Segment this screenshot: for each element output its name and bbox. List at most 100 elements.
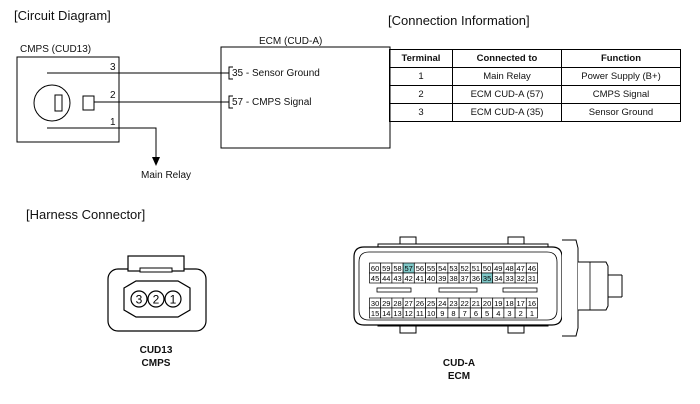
ecm-pin-number: 39 <box>438 274 446 283</box>
ecm-pin-number: 3 <box>507 309 511 318</box>
ecm-pin-number: 59 <box>382 264 390 273</box>
ecm-pin-number: 46 <box>528 264 536 273</box>
cud13-pin-3-number: 3 <box>136 293 143 307</box>
ecm-pin-number: 43 <box>393 274 401 283</box>
ecm-pin-number: 41 <box>416 274 424 283</box>
cud13-pin-1 <box>164 290 182 308</box>
ecm-pin-number: 12 <box>405 309 413 318</box>
ecm-connector-caption: CUD-A ECM <box>434 357 484 383</box>
ecm-pin-number: 6 <box>474 309 478 318</box>
ecm-pin-number: 8 <box>451 309 455 318</box>
circuit-diagram-title: [Circuit Diagram] <box>14 8 111 23</box>
table-row: 3 ECM CUD-A (35) Sensor Ground <box>389 103 681 122</box>
ecm-caption-code: CUD-A <box>442 358 476 369</box>
ecm-pin-57-bracket <box>228 95 233 109</box>
main-relay-arrow <box>152 157 160 166</box>
ecm-pin-number: 34 <box>494 274 502 283</box>
ecm-box-label: ECM (CUD-A) <box>259 36 323 47</box>
ecm-pin-number: 51 <box>472 264 480 273</box>
ecm-inner-housing <box>358 251 558 321</box>
ecm-pin-number: 14 <box>382 309 390 318</box>
terminal-cell: 3 <box>389 103 453 122</box>
cmps-box <box>16 56 120 143</box>
ecm-pin-number: 54 <box>438 264 446 273</box>
wire-pin-1 <box>47 127 157 158</box>
ecm-pin-number: 44 <box>382 274 390 283</box>
ecm-pin-number: 55 <box>427 264 435 273</box>
ecm-pin-number: 2 <box>519 309 523 318</box>
ecm-pin-number: 56 <box>416 264 424 273</box>
ecm-pin-number: 31 <box>528 274 536 283</box>
ecm-key-bar <box>502 287 538 293</box>
ecm-pin-number: 48 <box>505 264 513 273</box>
ecm-pin-number: 20 <box>483 299 491 308</box>
cmps-box-label: CMPS (CUD13) <box>20 44 92 55</box>
ecm-pin-cell-1 <box>525 307 538 319</box>
ecm-pin-number: 33 <box>505 274 513 283</box>
connection-info-title: [Connection Information] <box>388 13 530 28</box>
cud13-pin-3 <box>130 290 148 308</box>
cud13-caption-code: CUD13 <box>139 345 173 356</box>
ecm-pin-number: 17 <box>517 299 525 308</box>
ecm-key-bar <box>376 287 412 293</box>
ecm-pin-number: 32 <box>517 274 525 283</box>
ecm-pin-number: 45 <box>371 274 379 283</box>
table-row: 1 Main Relay Power Supply (B+) <box>389 67 681 86</box>
sensor-resistor <box>82 95 95 111</box>
ecm-pin-57-label: 57 - CMPS Signal <box>232 97 312 108</box>
ecm-pin-number: 28 <box>393 299 401 308</box>
ecm-pin-number: 29 <box>382 299 390 308</box>
ecm-pin-number: 50 <box>483 264 491 273</box>
ecm-pin-number: 16 <box>528 299 536 308</box>
pin-1-label: 1 <box>110 117 116 128</box>
ecm-pin-number: 57 <box>405 264 413 273</box>
main-relay-label: Main Relay <box>141 170 192 181</box>
ecm-pin-number: 7 <box>463 309 467 318</box>
ecm-pin-number: 22 <box>461 299 469 308</box>
ecm-pin-number: 40 <box>427 274 435 283</box>
ecm-pin-cell-31 <box>525 272 538 284</box>
ecm-pin-35-label: 35 - Sensor Ground <box>232 68 320 79</box>
connection-table: Terminal Connected to Function 1 Main Re… <box>389 49 681 122</box>
cud13-caption: CUD13 CMPS <box>131 344 181 370</box>
ecm-pin-number: 52 <box>461 264 469 273</box>
pin-3-label: 3 <box>110 62 116 73</box>
ecm-pin-number: 26 <box>416 299 424 308</box>
ecm-pin-number: 21 <box>472 299 480 308</box>
ecm-pin-number: 23 <box>449 299 457 308</box>
ecm-pin-number: 47 <box>517 264 525 273</box>
ecm-pin-number: 49 <box>494 264 502 273</box>
ecm-pin-number: 53 <box>449 264 457 273</box>
ecm-rear-cover <box>578 261 609 311</box>
ecm-side-latch <box>562 239 579 337</box>
ecm-pin-number: 58 <box>393 264 401 273</box>
ecm-pin-number: 4 <box>496 309 500 318</box>
cud13-pin-2-number: 2 <box>153 293 160 307</box>
ecm-pin-number: 38 <box>449 274 457 283</box>
ecm-pin-number: 19 <box>494 299 502 308</box>
sensor-symbol-element <box>54 94 63 112</box>
cud13-pin-2 <box>147 290 165 308</box>
harness-connector-title: [Harness Connector] <box>26 207 146 222</box>
ecm-pin-number: 60 <box>371 264 379 273</box>
ecm-key-bar <box>438 287 478 293</box>
cud13-pin-1-number: 1 <box>170 293 177 307</box>
ecm-pin-number: 42 <box>405 274 413 283</box>
ecm-pin-number: 10 <box>427 309 435 318</box>
ecm-pin-number: 15 <box>371 309 379 318</box>
ecm-pin-number: 11 <box>416 309 424 318</box>
ecm-pin-number: 37 <box>461 274 469 283</box>
ecm-pin-number: 1 <box>530 309 534 318</box>
ecm-pin-number: 24 <box>438 299 446 308</box>
ecm-pin-number: 5 <box>485 309 489 318</box>
function-cell: Sensor Ground <box>561 103 681 122</box>
ecm-pin-number: 27 <box>405 299 413 308</box>
ecm-pin-number: 13 <box>393 309 401 318</box>
ecm-pin-number: 9 <box>440 309 444 318</box>
cud13-lock-slot <box>139 267 173 273</box>
ecm-pin-number: 30 <box>371 299 379 308</box>
